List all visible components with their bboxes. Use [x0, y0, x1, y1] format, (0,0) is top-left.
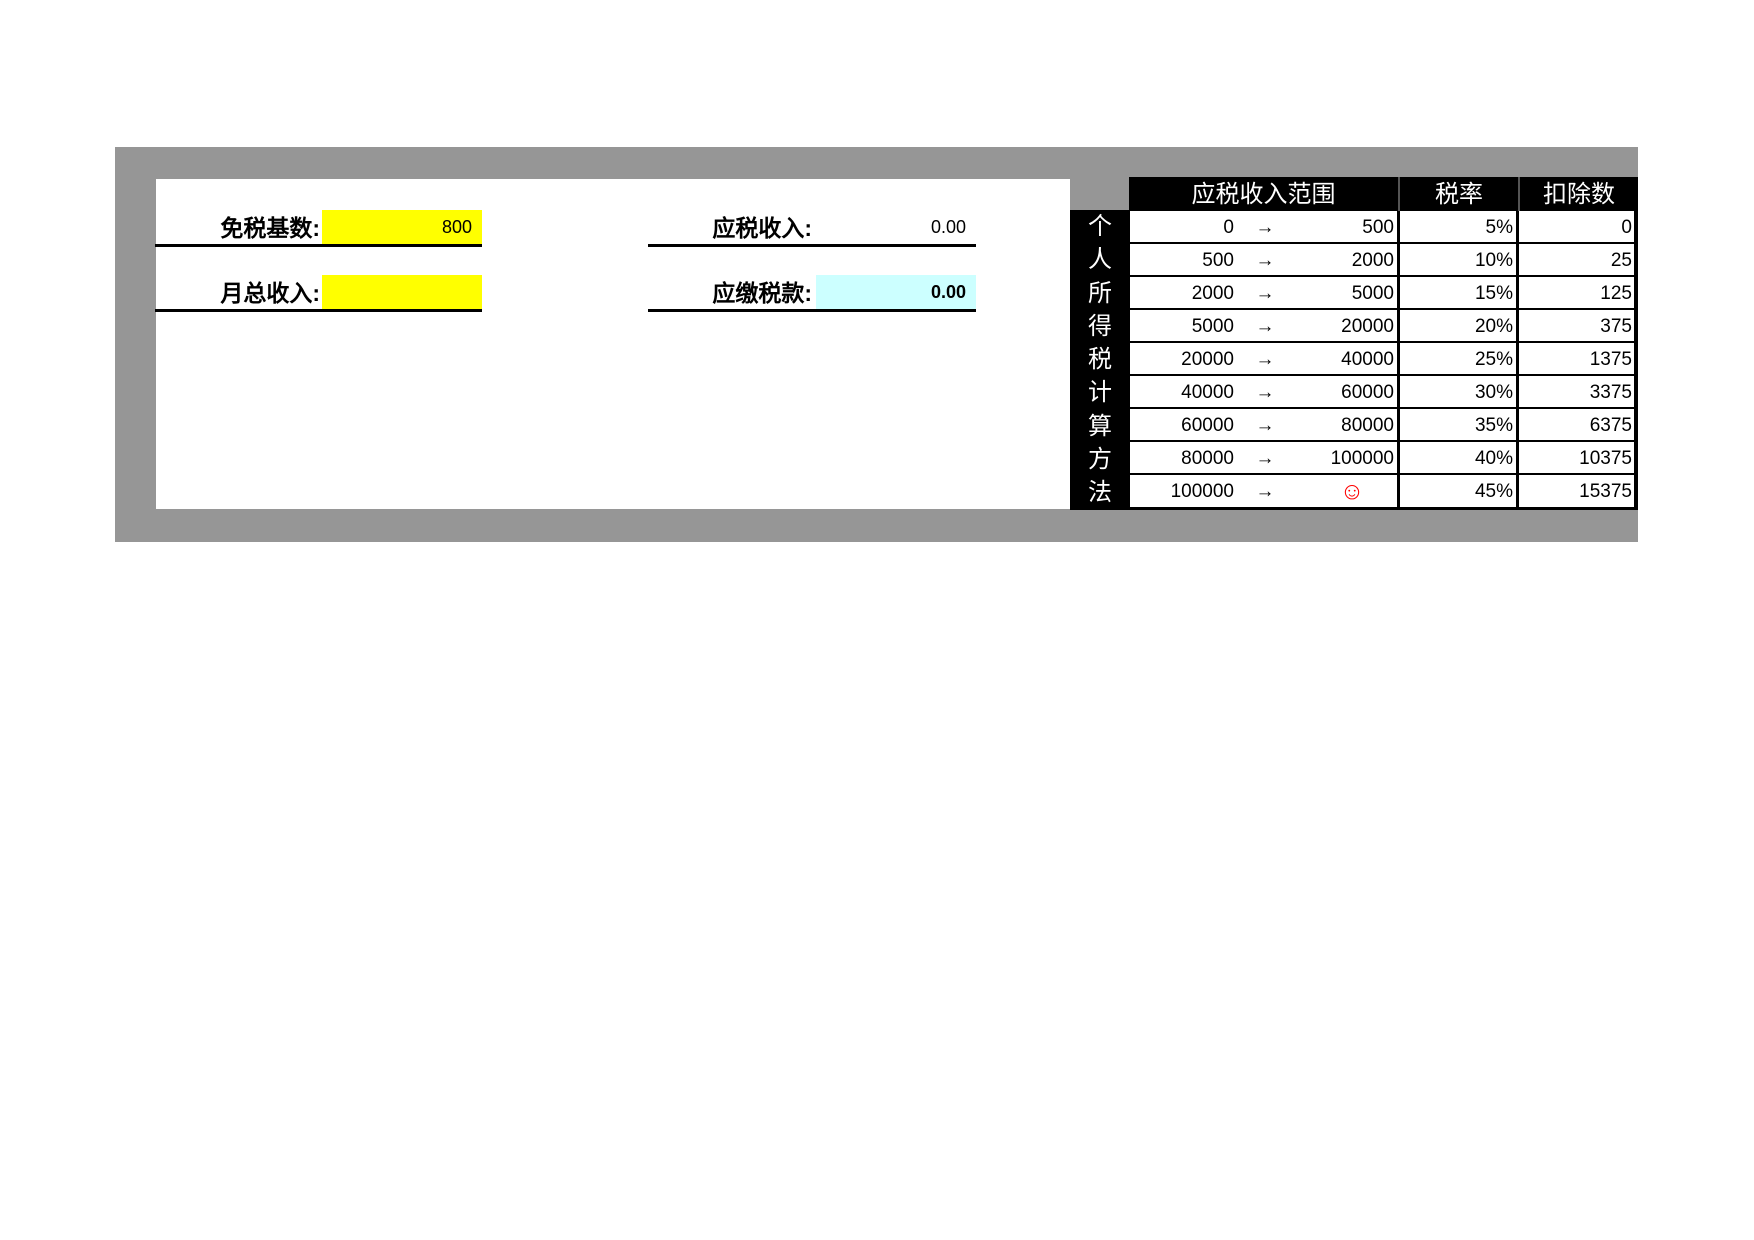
deduction: 0	[1516, 211, 1634, 244]
table-row: 500 → 2000 10% 25	[1130, 244, 1634, 277]
sheet-area	[156, 179, 1070, 509]
table-row: 100000 → ☺ 45% 15375	[1130, 475, 1634, 508]
deduction: 15375	[1516, 475, 1634, 508]
table-row: 20000 → 40000 25% 1375	[1130, 343, 1634, 376]
monthly-income-label: 月总收入:	[220, 280, 320, 306]
arrow-icon: →	[1255, 382, 1275, 403]
smiley-icon: ☺	[1339, 478, 1365, 505]
title-char: 算	[1088, 412, 1112, 440]
tax-free-base-label: 免税基数:	[220, 215, 320, 241]
range-from: 500	[1202, 250, 1234, 271]
table-row: 80000 → 100000 40% 10375	[1130, 442, 1634, 475]
range-from: 0	[1223, 217, 1234, 238]
arrow-icon: →	[1255, 481, 1275, 502]
tax-bracket-table: 0 → 500 5% 0 500 → 2000 10% 25 2000 → 50…	[1130, 211, 1638, 510]
title-char: 个	[1088, 213, 1112, 240]
arrow-icon: →	[1255, 250, 1275, 271]
title-char: 方	[1088, 446, 1112, 474]
deduction: 1375	[1516, 343, 1634, 376]
tax-rate: 10%	[1397, 244, 1515, 277]
range-from: 40000	[1181, 382, 1234, 403]
taxable-income-row: 应税收入: 0.00	[648, 210, 976, 247]
deduction: 125	[1516, 277, 1634, 310]
arrow-icon: →	[1255, 217, 1275, 238]
arrow-icon: →	[1255, 283, 1275, 304]
table-row: 2000 → 5000 15% 125	[1130, 277, 1634, 310]
range-from: 2000	[1191, 283, 1234, 304]
range-from: 5000	[1191, 316, 1234, 337]
tax-payable-label: 应缴税款:	[712, 280, 812, 306]
arrow-icon: →	[1255, 448, 1275, 469]
deduction: 3375	[1516, 376, 1634, 409]
table-row: 60000 → 80000 35% 6375	[1130, 409, 1634, 442]
tax-rate: 35%	[1397, 409, 1515, 442]
arrow-icon: →	[1255, 316, 1275, 337]
title-char: 计	[1088, 379, 1112, 407]
table-row: 40000 → 60000 30% 3375	[1130, 376, 1634, 409]
tax-free-base-input[interactable]: 800	[322, 210, 482, 244]
tax-rate: 20%	[1397, 310, 1515, 343]
tax-method-vertical-title: 个 人 所 得 税 计 算 方 法	[1070, 210, 1130, 510]
range-to: 40000	[1341, 349, 1394, 370]
deduction: 10375	[1516, 442, 1634, 475]
monthly-income-row: 月总收入:	[155, 275, 482, 312]
monthly-income-input[interactable]	[322, 275, 482, 309]
title-char: 法	[1088, 479, 1112, 507]
tax-rate: 40%	[1397, 442, 1515, 475]
deduction: 375	[1516, 310, 1634, 343]
range-to: 100000	[1330, 448, 1394, 469]
range-to: 5000	[1351, 283, 1394, 304]
tax-rate: 45%	[1397, 475, 1515, 508]
tax-rate: 25%	[1397, 343, 1515, 376]
deduction: 6375	[1516, 409, 1634, 442]
range-from: 20000	[1181, 349, 1234, 370]
header-range: 应税收入范围	[1129, 177, 1398, 211]
tax-rate: 5%	[1397, 211, 1515, 244]
table-row: 5000 → 20000 20% 375	[1130, 310, 1634, 343]
tax-rate: 15%	[1397, 277, 1515, 310]
header-deduction: 扣除数	[1518, 177, 1638, 211]
title-char: 人	[1088, 246, 1112, 274]
title-char: 得	[1088, 312, 1112, 340]
range-to: 500	[1362, 217, 1394, 238]
tax-payable-value: 0.00	[816, 275, 976, 309]
range-from: 80000	[1181, 448, 1234, 469]
tax-rate: 30%	[1397, 376, 1515, 409]
title-char: 税	[1088, 346, 1112, 374]
table-row: 0 → 500 5% 0	[1130, 211, 1634, 244]
range-to: 20000	[1341, 316, 1394, 337]
arrow-icon: →	[1255, 349, 1275, 370]
taxable-income-value: 0.00	[930, 217, 966, 237]
range-from: 100000	[1170, 481, 1234, 502]
header-rate: 税率	[1398, 177, 1518, 211]
tax-payable-row: 应缴税款: 0.00	[648, 275, 976, 312]
title-char: 所	[1088, 279, 1112, 307]
tax-free-base-row: 免税基数: 800	[155, 210, 482, 247]
deduction: 25	[1516, 244, 1634, 277]
range-from: 60000	[1181, 415, 1234, 436]
range-to: 2000	[1351, 250, 1394, 271]
range-to: 60000	[1341, 382, 1394, 403]
range-to: 80000	[1341, 415, 1394, 436]
taxable-income-label: 应税收入:	[712, 215, 812, 241]
arrow-icon: →	[1255, 415, 1275, 436]
